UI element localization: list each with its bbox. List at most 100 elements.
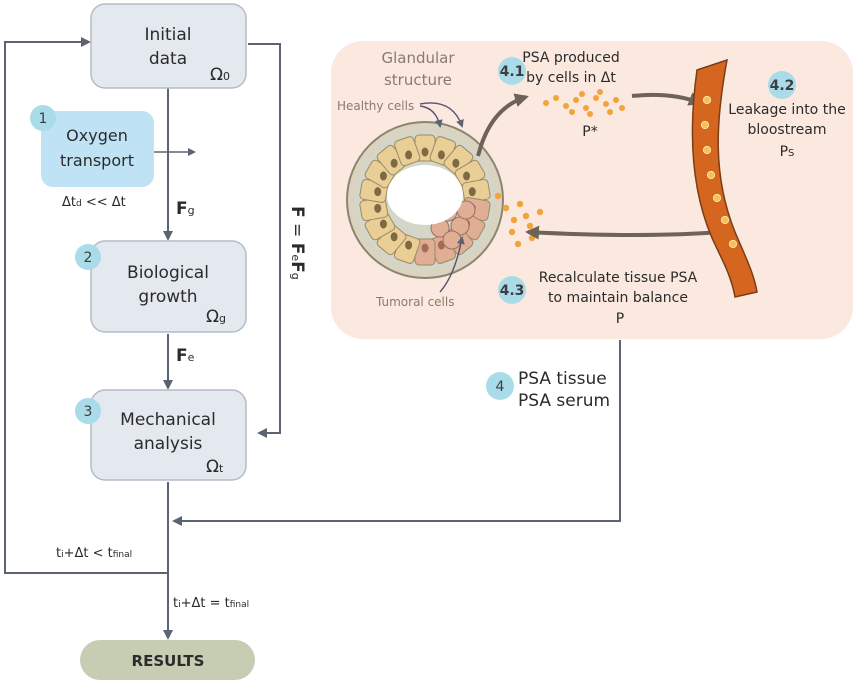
step-badge-3-label: 3 (84, 404, 93, 420)
psa-particle (573, 97, 579, 103)
psa-particle (536, 208, 544, 216)
cell-nucleus (421, 147, 429, 157)
cell-nucleus (452, 158, 460, 168)
step-badge-4-3-label: 4.3 (500, 283, 525, 299)
step-badge-1-label: 1 (39, 111, 48, 127)
psa-particle (702, 145, 712, 155)
psa-particle (494, 192, 502, 200)
psa-particle (587, 111, 593, 117)
psa-particle (706, 170, 716, 180)
cell-nucleus (374, 187, 382, 197)
arrow-time-loop (4, 37, 169, 574)
psa-particle (702, 95, 712, 105)
arrow-gland-to-produced (476, 93, 529, 157)
psa-particle (510, 216, 518, 224)
recalculate-line1: Recalculate tissue PSA (539, 270, 698, 286)
glandular-label-line2: structure (384, 71, 452, 89)
mechanical-analysis-box[interactable]: Mechanical analysis Ωt (90, 389, 247, 481)
loop-end-condition: ti+Δt = tfinal (173, 596, 249, 611)
psa-particle (579, 91, 585, 97)
biological-growth-box[interactable]: Biological growth Ωg (90, 240, 247, 333)
omega-0-label: Ω0 (210, 65, 230, 85)
initial-data-line2: data (149, 49, 187, 69)
step-badge-4-1 (498, 57, 526, 85)
tumoral-pointer (439, 236, 465, 293)
deformation-decomposition-label: F = FeFg (287, 206, 307, 280)
psa-particle (543, 100, 549, 106)
cell-nucleus (405, 240, 413, 250)
leakage-line1: Leakage into the (728, 102, 845, 118)
psa-particle (516, 200, 524, 208)
psa-tissue-label: PSA tissue (518, 369, 607, 389)
psa-particle (553, 95, 559, 101)
oxygen-transport-line2: transport (60, 151, 134, 170)
psa-particle (508, 228, 516, 236)
cell-nucleus (390, 232, 398, 242)
results-label: RESULTS (132, 652, 205, 670)
cell-nucleus (463, 171, 471, 181)
step-badge-4-2 (768, 71, 796, 99)
cell-nucleus (468, 187, 476, 197)
psa-particle (603, 101, 609, 107)
arrow-decomposition-to-mechanical (248, 43, 281, 438)
psa-particle (514, 240, 522, 248)
step-badge-4-2-label: 4.2 (770, 78, 795, 94)
biological-growth-line2: growth (138, 287, 197, 307)
step-badge-4-label: 4 (496, 379, 505, 395)
psa-particle (619, 105, 625, 111)
psa-particle (700, 120, 710, 130)
psa-particle (569, 109, 575, 115)
step-badge-4 (486, 372, 514, 400)
psa-particle (607, 109, 613, 115)
psa-particle (728, 239, 738, 249)
oxygen-transport-line1: Oxygen (66, 126, 128, 145)
psa-particle (583, 105, 589, 111)
step-badge-2-label: 2 (84, 250, 93, 266)
leakage-line2: bloostream (748, 122, 827, 138)
results-box[interactable]: RESULTS (80, 640, 255, 680)
psa-produced-line2: by cells in Δt (526, 70, 616, 86)
mechanical-analysis-line1: Mechanical (120, 410, 216, 430)
oxygen-timestep-label: Δtd << Δt (62, 195, 126, 210)
oxygen-transport-box[interactable]: Oxygen transport (41, 111, 154, 187)
cell-nucleus (390, 158, 398, 168)
p-label: P (616, 311, 624, 327)
cell-nucleus (421, 243, 429, 253)
arrow-psa-feedback (172, 340, 621, 526)
psa-particle (502, 204, 510, 212)
psa-particle (712, 193, 722, 203)
recalculate-line2: to maintain balance (548, 290, 688, 306)
step-badge-2 (75, 244, 101, 270)
psa-produced-line1: PSA produced (522, 50, 619, 66)
step-badge-1 (30, 105, 56, 131)
step-badge-4-1-label: 4.1 (500, 64, 525, 80)
initial-data-box[interactable]: Initial data Ω0 (90, 3, 247, 89)
glandular-label-line1: Glandular (381, 49, 455, 67)
psa-particle (522, 212, 530, 220)
step-badge-3 (75, 398, 101, 424)
cell-nucleus (379, 219, 387, 229)
fg-tensor-label: Fg (176, 199, 195, 219)
tumoral-cell-cluster (442, 230, 462, 250)
biological-growth-line1: Biological (127, 263, 209, 283)
arrow-vessel-to-gland (525, 225, 723, 240)
initial-data-line1: Initial (144, 25, 191, 45)
cell-nucleus (405, 150, 413, 160)
cell-nucleus (437, 150, 445, 160)
mechanical-analysis-line2: analysis (134, 434, 203, 454)
psa-particles-produced (543, 89, 625, 117)
loop-continue-condition: ti+Δt < tfinal (56, 546, 132, 561)
psa-particle (528, 234, 536, 242)
psa-serum-label: PSA serum (518, 391, 610, 411)
fe-tensor-label: Fe (176, 346, 195, 366)
psa-particle (563, 103, 569, 109)
tumoral-cells-label: Tumoral cells (375, 295, 454, 309)
psa-particle (720, 215, 730, 225)
psa-particle (597, 89, 603, 95)
psa-particles-in-vessel (700, 95, 738, 249)
cell-nucleus (379, 171, 387, 181)
psa-particle (593, 95, 599, 101)
p-star-label: P* (582, 124, 597, 140)
healthy-pointer-1 (419, 105, 443, 128)
